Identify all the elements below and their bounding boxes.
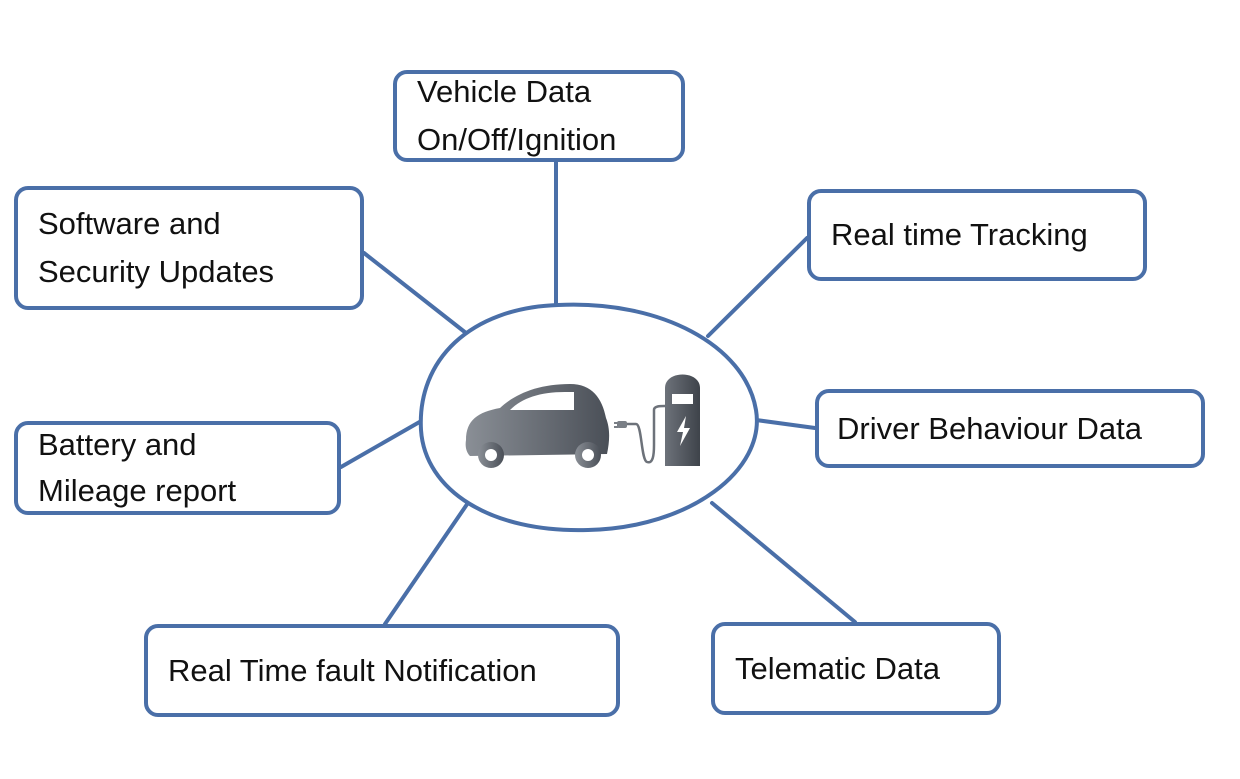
node-fault-notification-label: Real Time fault Notification — [168, 652, 537, 688]
node-software-updates: Software and Security Updates — [14, 186, 364, 310]
edge-telematic — [710, 501, 857, 624]
lightning-bolt-icon — [677, 416, 690, 446]
edge-fault — [383, 495, 474, 626]
node-telematic-data: Telematic Data — [711, 622, 1001, 715]
node-battery-mileage: Battery and Mileage report — [14, 421, 341, 515]
node-vehicle-data-line-2: On/Off/Ignition — [417, 122, 617, 157]
node-telematic-data-label: Telematic Data — [735, 650, 941, 686]
node-fault-notification: Real Time fault Notification — [144, 624, 620, 717]
node-driver-behaviour-label: Driver Behaviour Data — [837, 410, 1142, 446]
node-real-time-tracking: Real time Tracking — [807, 189, 1147, 281]
edge-driver — [754, 418, 817, 430]
center-hub — [418, 302, 759, 533]
node-battery-mileage-line-1: Battery and — [38, 427, 197, 462]
node-vehicle-data-line-1: Vehicle Data — [417, 74, 592, 109]
node-software-updates-line-1: Software and — [38, 206, 221, 241]
edge-battery — [339, 418, 425, 469]
node-real-time-tracking-label: Real time Tracking — [831, 217, 1088, 252]
charging-plug-icon — [614, 404, 666, 464]
edge-software — [362, 251, 468, 335]
node-driver-behaviour: Driver Behaviour Data — [815, 389, 1205, 468]
node-vehicle-data: Vehicle Data On/Off/Ignition — [393, 70, 685, 162]
node-software-updates-line-2: Security Updates — [38, 254, 275, 289]
node-battery-mileage-line-2: Mileage report — [38, 473, 237, 508]
charging-station-icon — [665, 374, 700, 466]
edge-tracking — [706, 236, 809, 338]
electric-car-icon — [465, 384, 610, 468]
